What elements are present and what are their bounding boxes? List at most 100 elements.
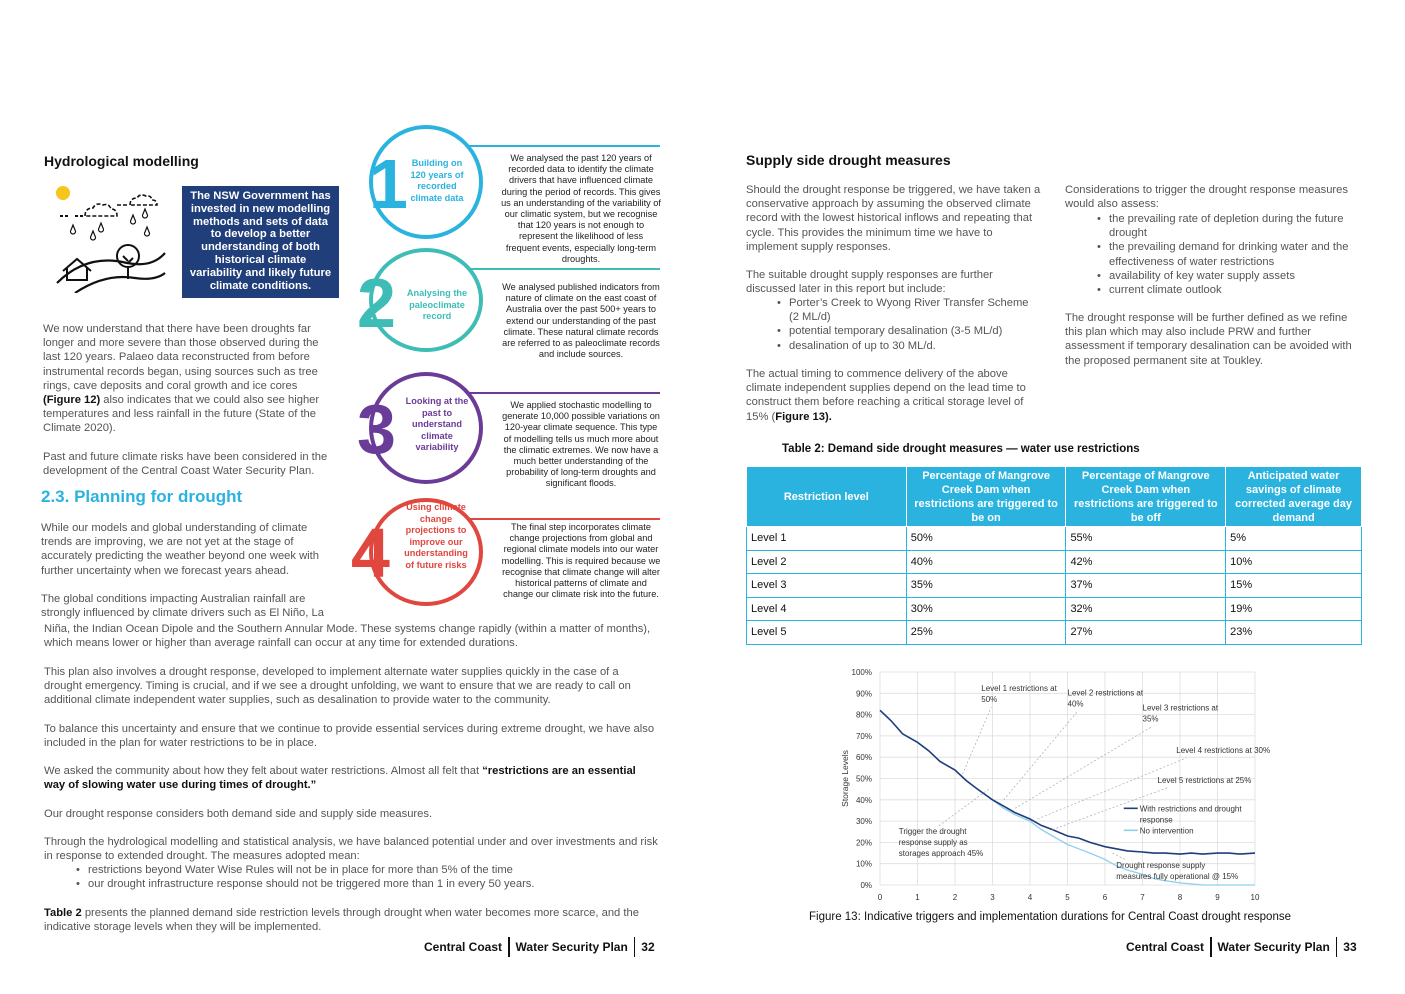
hydro-heading: Hydrological modelling: [44, 153, 199, 169]
table-header: Restriction level: [746, 466, 907, 527]
step-title: Looking at the past to understand climat…: [405, 396, 469, 452]
footer-divider: [1210, 937, 1212, 957]
step-number: 2: [357, 264, 396, 342]
x-tick-label: 5: [1065, 893, 1070, 902]
step-2: 2 Analysing the paleoclimate record We a…: [355, 248, 665, 368]
step-4: 4 Using climate change projections to im…: [351, 498, 665, 613]
annotation-leader-line: [1003, 711, 1078, 801]
table-cell: 23%: [1225, 620, 1362, 645]
footer-right: Central Coast Water Security Plan 33: [1126, 937, 1357, 957]
section-title-planning: 2.3. Planning for drought: [41, 487, 243, 506]
step-title: Building on 120 years of recorded climat…: [410, 158, 464, 203]
list-item: desalination of up to 30 ML/d.: [777, 339, 1032, 353]
footer-divider: [508, 937, 510, 957]
chart-annotation: 35%: [1143, 714, 1159, 723]
chart-annotation: measures fully operational @ 15%: [1116, 872, 1238, 881]
step-circle: [369, 372, 483, 484]
paragraph-statistical: Through the hydrological modelling and s…: [44, 836, 658, 863]
x-tick-label: 2: [953, 893, 958, 902]
y-tick-label: 40%: [856, 796, 872, 805]
x-tick-label: 1: [915, 893, 920, 902]
paragraph-models: While our models and global understandin…: [41, 522, 319, 577]
y-tick-label: 80%: [856, 711, 872, 720]
table-header: Anticipated water savings of climate cor…: [1225, 466, 1362, 527]
paragraph-table-intro: Table 2 presents the planned demand side…: [44, 907, 639, 934]
paragraph-timing: The actual timing to commence delivery o…: [746, 368, 1026, 423]
table-cell: 30%: [905, 596, 1067, 621]
y-tick-label: 30%: [856, 817, 872, 826]
step-line: [455, 392, 660, 394]
paragraph-further-defined: The drought response will be further def…: [1065, 312, 1352, 367]
x-tick-label: 4: [1028, 893, 1033, 902]
x-tick-label: 0: [878, 893, 883, 902]
table-cell: 42%: [1065, 549, 1227, 574]
footer-page-number: 33: [1343, 940, 1357, 954]
chart-annotation: 50%: [981, 695, 997, 704]
paragraph-measures: Our drought response considers both dema…: [44, 808, 433, 820]
footer-left: Central Coast Water Security Plan 32: [424, 937, 655, 957]
y-tick-label: 0%: [860, 881, 872, 890]
step-line: [455, 518, 660, 520]
list-item: restrictions beyond Water Wise Rules wil…: [76, 863, 636, 877]
legend-label: With restrictions and drought: [1140, 804, 1243, 813]
list-item: Porter’s Creek to Wyong River Transfer S…: [777, 296, 1032, 324]
footer-page-number: 32: [641, 940, 655, 954]
table-cell: 10%: [1225, 549, 1362, 574]
table-cell: 5%: [1225, 526, 1362, 551]
footer-name: Central Coast: [1126, 940, 1205, 954]
table-cell: 35%: [905, 573, 1067, 598]
step-circle: [369, 125, 483, 239]
legend-label: response: [1140, 815, 1173, 824]
table-caption: Table 2: Demand side drought measures — …: [782, 443, 1140, 455]
step-line: [455, 268, 660, 270]
footer-plan: Water Security Plan: [1217, 940, 1330, 954]
x-tick-label: 8: [1178, 893, 1183, 902]
x-tick-label: 6: [1103, 893, 1108, 902]
table-cell: Level 1: [746, 526, 907, 551]
supply-bullet-list: Porter’s Creek to Wyong River Transfer S…: [777, 296, 1032, 353]
chart-annotation: Trigger the drought: [899, 827, 968, 836]
step-description: We analysed the past 120 years of record…: [501, 153, 661, 264]
step-number: 1: [369, 145, 408, 223]
series-line-with-restrictions: [879, 709, 1256, 855]
list-item: our drought infrastructure response shou…: [76, 877, 636, 891]
supply-heading: Supply side drought measures: [746, 152, 951, 168]
list-item: availability of key water supply assets: [1097, 269, 1362, 283]
table-cell: 27%: [1065, 620, 1227, 645]
paragraph-droughts: We now understand that there have been d…: [43, 323, 320, 435]
step-description: The final step incorporates climate chan…: [501, 522, 661, 600]
chart-annotation: storages approach 45%: [899, 849, 984, 858]
annotation-leader-line: [1014, 726, 1153, 809]
paragraph-considerations: Considerations to trigger the drought re…: [1065, 184, 1348, 211]
annotation-leader-line: [1037, 757, 1187, 820]
x-tick-label: 10: [1251, 893, 1260, 902]
table-cell: Level 4: [746, 596, 907, 621]
step-3: 3 Looking at the past to understand clim…: [355, 372, 665, 492]
y-tick-label: 10%: [856, 860, 872, 869]
paragraph-global-conditions-b: Niña, the Indian Ocean Dipole and the So…: [44, 623, 651, 650]
chart-annotation: Level 3 restrictions at: [1143, 703, 1219, 712]
table-cell: 40%: [905, 549, 1067, 574]
table-cell: 50%: [905, 526, 1067, 551]
chart-annotation: response supply as: [899, 838, 968, 847]
left-bullet-list: restrictions beyond Water Wise Rules wil…: [76, 863, 636, 892]
paragraph-global-conditions-a: The global conditions impacting Australi…: [41, 593, 324, 620]
table-header: Percentage of Mangrove Creek Dam when re…: [905, 466, 1067, 527]
footer-divider: [633, 937, 636, 957]
step-line: [455, 145, 660, 147]
list-item: the prevailing rate of depletion during …: [1097, 212, 1362, 240]
footer-name: Central Coast: [424, 940, 503, 954]
table-cell: 32%: [1065, 596, 1227, 621]
table-header: Percentage of Mangrove Creek Dam when re…: [1065, 466, 1227, 527]
table-cell: Level 2: [746, 549, 907, 574]
table-cell: 19%: [1225, 596, 1362, 621]
y-tick-label: 60%: [856, 753, 872, 762]
chart-annotation: Level 5 restrictions at 25%: [1158, 776, 1252, 785]
y-axis-label: Storage Levels: [840, 750, 850, 807]
list-item: current climate outlook: [1097, 283, 1362, 297]
